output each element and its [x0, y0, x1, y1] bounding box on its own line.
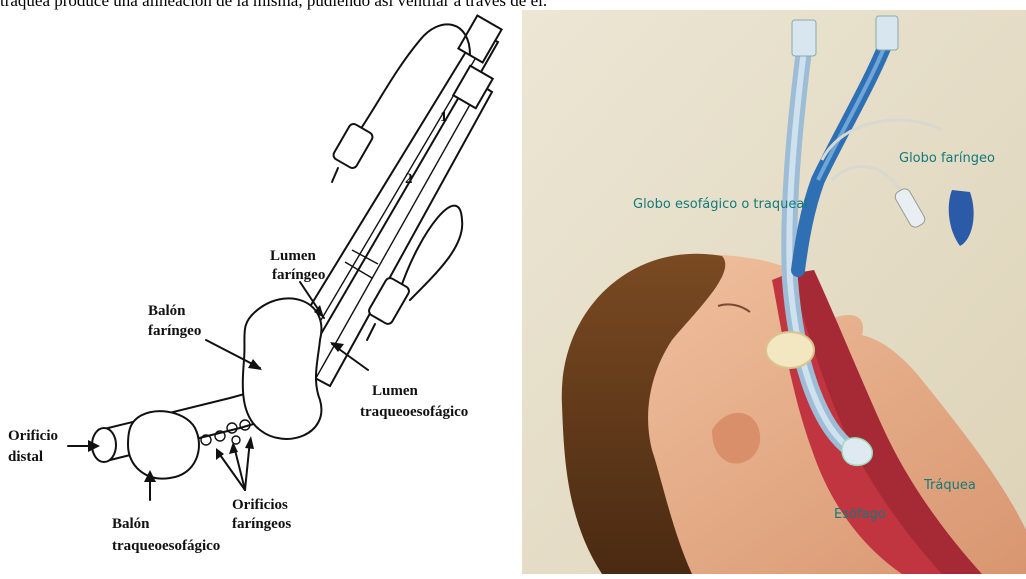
leader-arrows	[68, 282, 368, 500]
label-orificio-distal-1: Orificio	[8, 428, 58, 444]
tracheal-cuff	[842, 438, 872, 465]
label-balon-faringeo-1: Balón	[148, 303, 186, 319]
tube-number-2: 2	[405, 171, 413, 187]
label-lumen-faringeo-1: Lumen	[270, 248, 317, 264]
label-globo-faringeo: Globo faríngeo	[899, 151, 995, 166]
label-orificios-faringeos-2: faríngeos	[232, 516, 291, 532]
label-balon-traqueo-1: Balón	[112, 516, 150, 532]
combitube-drawing: 1 2	[0, 0, 520, 574]
intubation-illustration: Globo faríngeo Globo esofágico o traquea…	[522, 10, 1026, 574]
pharyngeal-cuff	[766, 332, 814, 368]
label-lumen-traqueo-2: traqueoesofágico	[360, 404, 468, 420]
tracheoesophageal-balloon	[128, 411, 199, 478]
label-orificio-distal-2: distal	[8, 449, 43, 465]
label-balon-traqueo-2: traqueoesofágico	[112, 538, 220, 554]
combitube-line-diagram: 1 2	[0, 0, 520, 574]
label-balon-faringeo-2: faríngeo	[148, 323, 201, 339]
label-lumen-faringeo-2: faríngeo	[272, 267, 325, 283]
label-lumen-traqueo-1: Lumen	[372, 383, 419, 399]
label-traquea: Tráquea	[923, 478, 976, 493]
illustration-drawing: Globo faríngeo Globo esofágico o traquea…	[522, 10, 1026, 574]
label-orificios-faringeos-1: Orificios	[232, 497, 288, 513]
tube-number-1: 1	[440, 109, 448, 125]
label-esofago: Esófago	[834, 507, 886, 522]
label-globo-esofagico: Globo esofágico o traqueal	[633, 197, 808, 212]
